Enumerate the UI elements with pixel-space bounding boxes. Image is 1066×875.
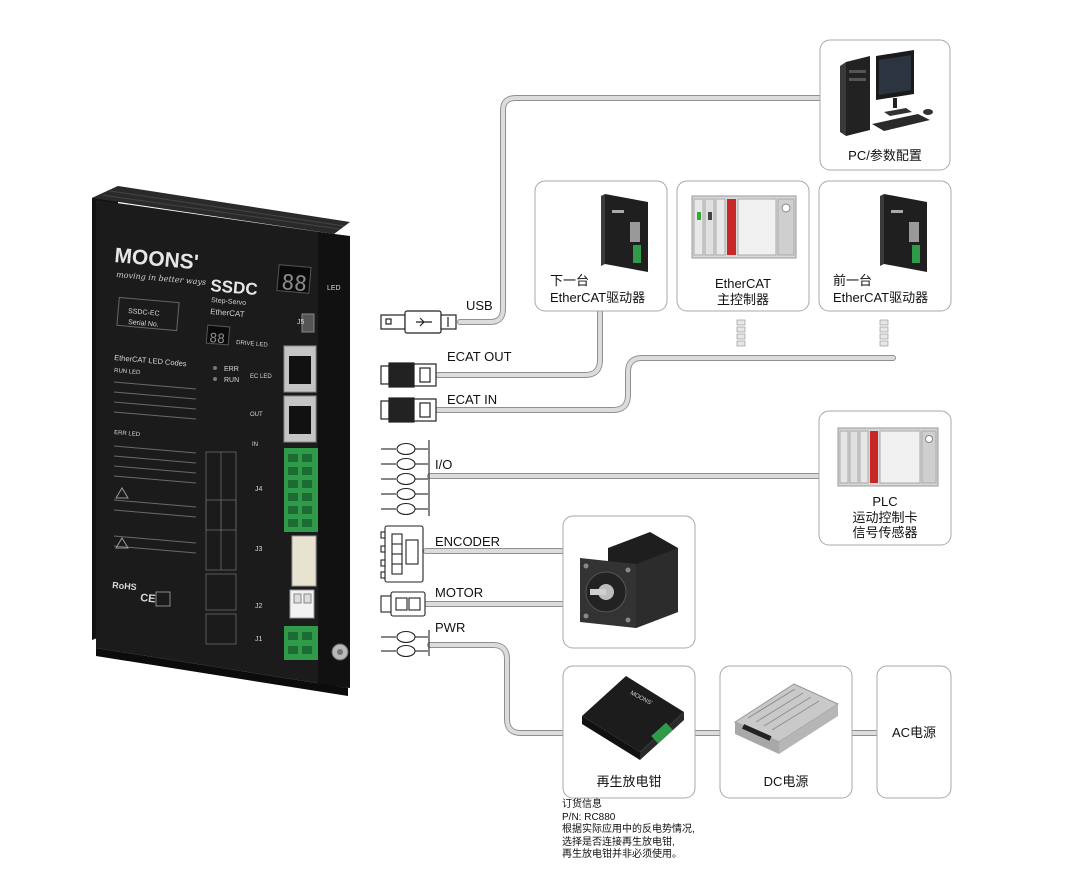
ce-mark: CE xyxy=(140,592,156,605)
note-line-5: 再生放电钳并非必须使用。 xyxy=(562,849,682,860)
encoder-label: ENCODER xyxy=(435,534,500,549)
order-info-note: 订货信息 P/N: RC880 根据实际应用中的反电势情况, 选择是否连接再生放… xyxy=(562,799,695,862)
out-port-label: OUT xyxy=(250,412,263,418)
stepper-motor-icon xyxy=(580,532,678,628)
ac-box xyxy=(876,665,952,799)
encoder-port xyxy=(291,535,317,587)
ssdc-drive: MOONS' moving in better ways SSDC Step-S… xyxy=(92,186,350,696)
pin-diagram xyxy=(205,451,237,645)
motor-label: MOTOR xyxy=(435,585,483,600)
pwr-cable xyxy=(427,642,566,736)
prev-drive-label-1: 前一台 xyxy=(833,273,872,288)
usb-port xyxy=(301,313,315,333)
run-led-label: RUN LED xyxy=(114,368,141,376)
next-drive-icon xyxy=(601,194,648,272)
note-line-2: P/N: RC880 xyxy=(562,811,616,823)
ecat-in-connector-icon xyxy=(380,397,437,423)
motor-connector-icon xyxy=(380,591,426,617)
usb-cable xyxy=(457,95,823,325)
drive-led-label: DRIVE LED xyxy=(236,340,269,349)
master-label-1: EtherCAT xyxy=(715,276,771,291)
warning-icon-2 xyxy=(115,537,129,549)
qr-code xyxy=(155,591,171,607)
next-drive-label-1: 下一台 xyxy=(550,273,589,288)
cables xyxy=(423,95,896,736)
j3-label: J3 xyxy=(255,546,263,553)
j4-label: J4 xyxy=(255,486,263,493)
chain-dashes xyxy=(736,319,889,347)
drive-model: SSDC xyxy=(210,276,259,299)
pwr-label: PWR xyxy=(435,620,465,635)
io-terminal-block xyxy=(284,448,318,532)
plc-icon xyxy=(837,427,939,487)
plc-label-2: 运动控制卡 xyxy=(852,510,917,525)
prev-drive-label-2: EtherCAT驱动器 xyxy=(833,290,928,305)
ecat-out-label: ECAT OUT xyxy=(447,349,512,364)
j-led-label: LED xyxy=(327,285,341,292)
usb-connector-icon xyxy=(380,310,457,334)
run-indicator-label: RUN xyxy=(224,377,239,384)
ecat-out-cable xyxy=(435,309,603,378)
regen-label: 再生放电钳 xyxy=(596,774,661,789)
j1-label: J1 xyxy=(255,636,263,643)
rohs-mark: RoHS xyxy=(112,580,137,592)
encoder-connector-icon xyxy=(380,525,424,583)
pc-label: PC/参数配置 xyxy=(848,148,922,163)
pc-icon xyxy=(840,50,933,136)
warning-icon xyxy=(115,487,129,499)
drive-display-small: 88 xyxy=(209,331,226,347)
master-controller-icon xyxy=(691,195,797,259)
ecat-in-label: ECAT IN xyxy=(447,392,497,407)
power-terminal-block xyxy=(284,626,318,660)
master-label-2: 主控制器 xyxy=(717,292,769,307)
plc-label-1: PLC xyxy=(872,494,897,509)
ecat-out-connector-icon xyxy=(380,362,437,388)
io-ferrules-icon xyxy=(381,440,430,516)
drive-subtitle: Step-Servo xyxy=(211,297,247,307)
j5-label: J5 xyxy=(297,319,305,326)
ac-label: AC电源 xyxy=(892,725,936,740)
dc-power-supply-icon xyxy=(733,683,840,754)
io-label: I/O xyxy=(435,457,452,472)
ecat-in-cable xyxy=(435,355,896,413)
plc-label-3: 信号传感器 xyxy=(852,525,917,540)
j2-label: J2 xyxy=(255,603,263,610)
in-port-label: IN xyxy=(252,442,258,448)
note-line-1: 订货信息 xyxy=(562,799,602,810)
rj45-ports xyxy=(283,345,317,443)
dc-label: DC电源 xyxy=(764,774,809,789)
err-led-label: ERR LED xyxy=(114,430,141,438)
drive-serial-label: SSDC-EC xyxy=(128,308,160,318)
usb-label: USB xyxy=(466,298,493,313)
note-line-3: 根据实际应用中的反电势情况, xyxy=(562,824,695,835)
prev-drive-icon xyxy=(880,194,927,272)
err-indicator-label: ERR xyxy=(224,366,239,373)
ec-led-label: EC LED xyxy=(250,374,272,380)
next-drive-label-2: EtherCAT驱动器 xyxy=(550,290,645,305)
pwr-ferrules-icon xyxy=(381,630,430,658)
drive-display: 88 xyxy=(281,270,308,296)
drive-serial-no: Serial No. xyxy=(128,319,159,329)
drive-protocol: EtherCAT xyxy=(210,307,245,319)
note-line-4: 选择是否连接再生放电钳, xyxy=(562,836,675,848)
regen-clamp-icon: MOONS' xyxy=(582,676,684,760)
led-code-lines xyxy=(113,381,197,554)
